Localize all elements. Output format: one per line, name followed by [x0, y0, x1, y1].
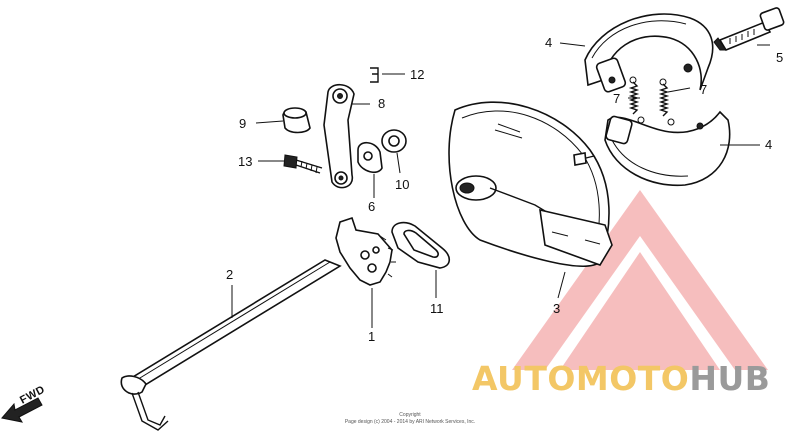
- callout-2: 2: [226, 267, 234, 282]
- brake-arm-part-8: [323, 83, 355, 189]
- callout-11: 11: [430, 301, 444, 316]
- bolt-part-5: [713, 7, 785, 52]
- callout-7-left: 7: [613, 91, 621, 106]
- callout-4-lower: 4: [765, 137, 773, 152]
- callout-8: 8: [378, 96, 386, 111]
- callout-13: 13: [238, 154, 253, 169]
- callout-3: 3: [553, 301, 561, 316]
- copyright-notice: Copyright Page design (c) 2004 - 2014 by…: [300, 412, 520, 425]
- washer-part-10: [381, 129, 407, 153]
- brake-springs: [628, 76, 675, 126]
- gasket-part-11: [391, 221, 451, 269]
- callout-12: 12: [410, 67, 425, 82]
- shaft-part-2: [120, 259, 342, 431]
- callout-1: 1: [368, 329, 376, 344]
- brake-shoe-upper: [584, 13, 714, 93]
- brake-panel: [448, 101, 613, 267]
- copyright-line-2: Page design (c) 2004 - 2014 by ARI Netwo…: [344, 418, 476, 425]
- lever-plate-part-1: [335, 216, 396, 286]
- pin-part-12: [370, 67, 379, 83]
- watermark-moto: MOTO: [575, 359, 690, 398]
- copyright-line-1: Copyright: [399, 412, 421, 418]
- callout-7-right: 7: [700, 82, 708, 97]
- fwd-arrow-icon: [1, 397, 43, 423]
- callout-4-upper: 4: [545, 35, 553, 50]
- washer-part-6: [357, 141, 383, 174]
- callout-9: 9: [239, 116, 247, 131]
- watermark-hub: HUB: [689, 359, 771, 398]
- callout-10: 10: [395, 177, 410, 192]
- brake-shoe-lower: [604, 110, 731, 187]
- cap-part-9: [282, 107, 311, 134]
- watermark-auto: AUTO: [472, 359, 576, 398]
- bolt-part-13: [283, 154, 323, 174]
- watermark-brand-text: AUTOMOTOHUB: [472, 362, 770, 395]
- leader-lines: [231, 42, 770, 328]
- callout-6: 6: [368, 199, 376, 214]
- callout-5: 5: [776, 50, 784, 65]
